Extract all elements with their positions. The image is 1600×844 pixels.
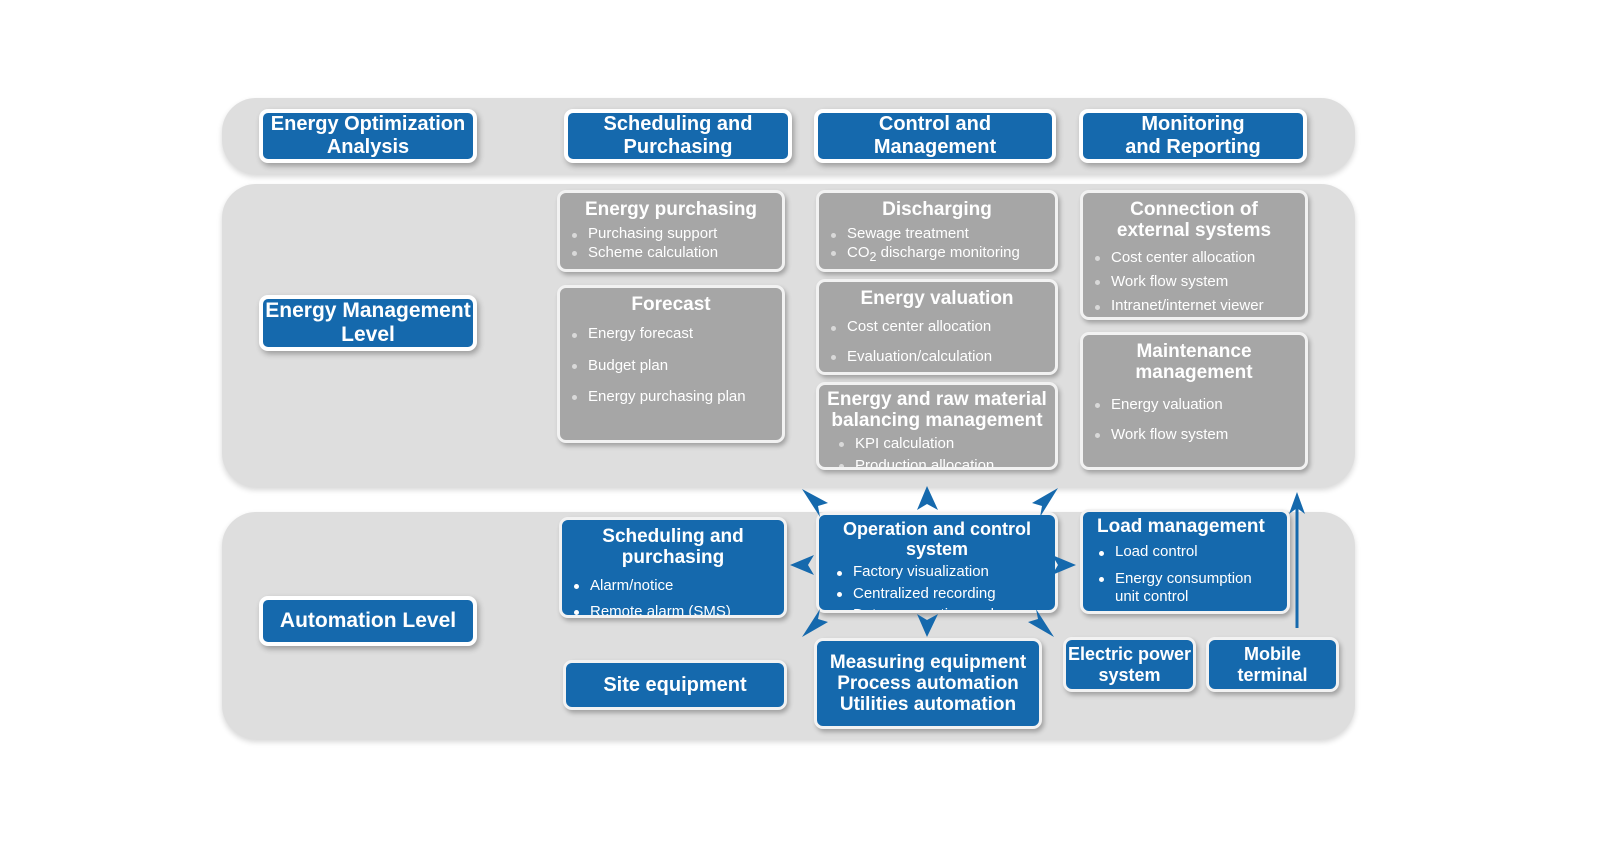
list-item: Energy valuation	[1091, 396, 1297, 414]
list-item: Data preparation and archiving	[833, 606, 1051, 610]
card-bullet-list: Energy forecast Budget plan Energy purch…	[568, 325, 774, 406]
level-label-text: Energy Management Level	[265, 299, 471, 346]
card-title: Measuring equipment Process automation U…	[829, 651, 1027, 716]
list-item: Load control	[1095, 543, 1281, 561]
card-bullet-list: KPI calculation Production allocation	[825, 435, 1049, 467]
arrow-ops-up	[917, 486, 938, 510]
card-title: Scheduling and purchasing	[602, 526, 744, 569]
list-item: Purchasing support	[568, 225, 774, 243]
card-maintenance-management[interactable]: Maintenance management Energy valuation …	[1080, 332, 1308, 470]
card-site-equipment[interactable]: Site equipment	[563, 660, 787, 710]
card-bullet-list: Cost center allocation Evaluation/calcul…	[827, 318, 1047, 366]
list-item: Budget plan	[568, 357, 774, 375]
list-item: CO2 discharge monitoring	[827, 244, 1047, 265]
card-title: Mobile terminal	[1237, 644, 1308, 685]
list-item: Work flow system	[1091, 273, 1297, 291]
card-title: Site equipment	[603, 673, 747, 696]
list-item: Sewage treatment	[827, 225, 1047, 243]
top-pill-label: Control and Management	[873, 113, 997, 158]
list-item: Evaluation/calculation	[827, 348, 1047, 366]
card-bullet-list: Cost center allocation Work flow system …	[1091, 249, 1297, 316]
card-bullet-list: Purchasing support Scheme calculation	[568, 225, 774, 262]
card-title: Forecast	[631, 294, 711, 315]
card-title: Load management	[1097, 516, 1265, 537]
top-pill-energy-optimization-analysis[interactable]: Energy Optimization Analysis	[259, 109, 477, 163]
card-bullet-list: Sewage treatment CO2 discharge monitorin…	[827, 225, 1047, 265]
card-discharging[interactable]: Discharging Sewage treatment CO2 dischar…	[816, 190, 1058, 272]
card-title: Energy purchasing	[584, 199, 758, 220]
list-item: Work flow system	[1091, 426, 1297, 444]
list-item: Scheme calculation	[568, 244, 774, 262]
card-mobile-terminal[interactable]: Mobile terminal	[1206, 637, 1339, 692]
top-pill-label: Scheduling and Purchasing	[603, 113, 753, 158]
card-scheduling-and-purchasing[interactable]: Scheduling and purchasing Alarm/notice R…	[559, 517, 787, 618]
level-label-energy-management[interactable]: Energy Management Level	[259, 295, 477, 351]
list-item: KPI calculation	[835, 435, 1049, 453]
top-pill-label: Energy Optimization Analysis	[270, 113, 466, 158]
list-item: Energy purchasing plan	[568, 388, 774, 406]
card-title: Operation and control system	[842, 519, 1031, 560]
card-measuring-equipment[interactable]: Measuring equipment Process automation U…	[814, 638, 1042, 729]
card-connection-external-systems[interactable]: Connection of external systems Cost cent…	[1080, 190, 1308, 320]
list-item: Alarm/notice	[570, 577, 776, 595]
list-item: Energy consumption unit control	[1095, 570, 1281, 607]
card-bullet-list: Load control Energy consumption unit con…	[1089, 543, 1281, 606]
card-title: Maintenance management	[1135, 341, 1253, 384]
list-item: Cost center allocation	[827, 318, 1047, 336]
top-pill-label: Monitoring and Reporting	[1125, 113, 1261, 158]
card-title: Connection of external systems	[1116, 199, 1272, 242]
card-energy-valuation[interactable]: Energy valuation Cost center allocation …	[816, 279, 1058, 375]
card-bullet-list: Alarm/notice Remote alarm (SMS)	[570, 577, 776, 615]
list-item: Factory visualization	[833, 563, 1051, 581]
card-electric-power-system[interactable]: Electric power system	[1063, 637, 1196, 692]
list-item: Energy forecast	[568, 325, 774, 343]
card-load-management[interactable]: Load management Load control Energy cons…	[1080, 509, 1290, 614]
top-pill-scheduling-and-purchasing[interactable]: Scheduling and Purchasing	[564, 109, 792, 163]
card-forecast[interactable]: Forecast Energy forecast Budget plan Ene…	[557, 285, 785, 443]
level-label-text: Automation Level	[279, 609, 457, 633]
card-title: Discharging	[882, 199, 992, 220]
list-item: Intranet/internet viewer	[1091, 297, 1297, 315]
card-energy-raw-material-balancing[interactable]: Energy and raw material balancing manage…	[816, 382, 1058, 470]
card-title: Energy valuation	[860, 288, 1014, 309]
list-item: Centralized recording	[833, 585, 1051, 603]
list-item: Cost center allocation	[1091, 249, 1297, 267]
card-title: Electric power system	[1067, 644, 1192, 685]
list-item: Remote alarm (SMS)	[570, 603, 776, 615]
level-label-automation[interactable]: Automation Level	[259, 596, 477, 646]
top-pill-monitoring-and-reporting[interactable]: Monitoring and Reporting	[1079, 109, 1307, 163]
co2-label: CO2 discharge monitoring	[847, 243, 1020, 264]
card-bullet-list: Factory visualization Centralized record…	[823, 563, 1051, 610]
card-energy-purchasing[interactable]: Energy purchasing Purchasing support Sch…	[557, 190, 785, 272]
card-bullet-list: Energy valuation Work flow system	[1091, 396, 1297, 445]
card-operation-and-control-system[interactable]: Operation and control system Factory vis…	[816, 512, 1058, 613]
list-item: Production allocation	[835, 457, 1049, 467]
top-pill-control-and-management[interactable]: Control and Management	[814, 109, 1056, 163]
card-title: Energy and raw material balancing manage…	[827, 389, 1047, 432]
